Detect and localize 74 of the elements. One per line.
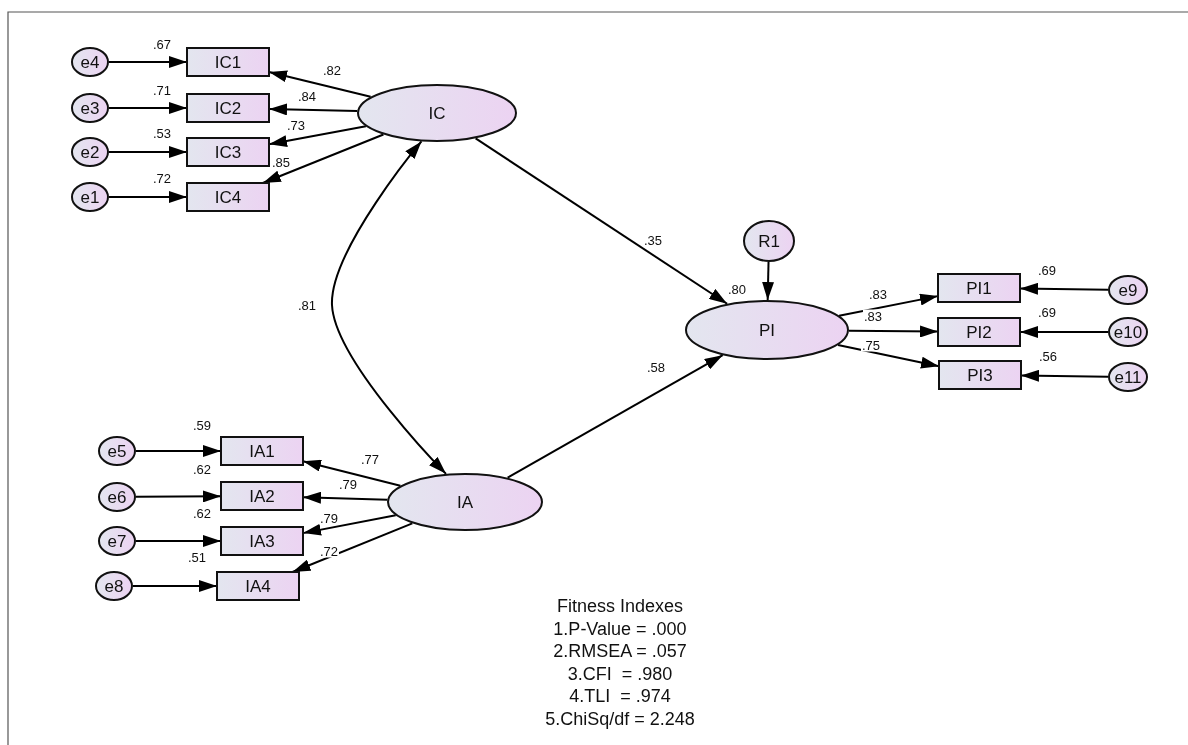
path-coefficient-label: .85 bbox=[270, 155, 292, 169]
path-coefficient-label: .79 bbox=[337, 477, 359, 491]
path-coefficient-label: .81 bbox=[296, 298, 318, 312]
variable-circle: e7 bbox=[98, 526, 136, 556]
variable-circle: e5 bbox=[98, 436, 136, 466]
observed-variable-box: IC2 bbox=[187, 94, 269, 122]
path-coefficient-label: .83 bbox=[867, 287, 889, 301]
observed-variable-box: IA3 bbox=[221, 527, 303, 555]
variable-circle: e8 bbox=[95, 571, 133, 601]
latent-variable-ellipse: PI bbox=[685, 300, 849, 360]
squared-correlation-label: .67 bbox=[152, 37, 172, 51]
squared-correlation-label: .51 bbox=[187, 550, 207, 564]
variable-circle: R1 bbox=[743, 220, 795, 262]
variable-circle: e9 bbox=[1108, 275, 1148, 305]
observed-variable-box: IA1 bbox=[221, 437, 303, 465]
path-arrow bbox=[132, 580, 218, 592]
variable-circle: e3 bbox=[71, 93, 109, 123]
observed-variable-box: IC4 bbox=[187, 183, 269, 211]
observed-variable-box: PI3 bbox=[939, 361, 1021, 389]
fit-index-text: 3.CFI = .980 bbox=[566, 664, 674, 683]
path-coefficient-label: .72 bbox=[318, 544, 340, 558]
variable-circle: e6 bbox=[98, 482, 136, 512]
squared-correlation-label: .53 bbox=[152, 126, 172, 140]
path-coefficient-label: .82 bbox=[321, 63, 343, 77]
variable-circle: e1 bbox=[71, 182, 109, 212]
path-arrow bbox=[261, 133, 385, 184]
fit-index-text: 1.P-Value = .000 bbox=[552, 619, 688, 638]
fit-indexes-heading: Fitness Indexes bbox=[555, 597, 685, 615]
path-coefficient-label: .73 bbox=[285, 118, 307, 132]
path-arrow bbox=[291, 522, 414, 573]
path-arrow bbox=[108, 56, 188, 68]
path-arrow bbox=[331, 140, 447, 475]
squared-correlation-label: .56 bbox=[1038, 349, 1058, 363]
latent-variable-ellipse: IC bbox=[357, 84, 517, 142]
squared-correlation-label: .72 bbox=[152, 171, 172, 185]
path-coefficient-label: .58 bbox=[645, 360, 667, 374]
latent-variable-ellipse: IA bbox=[387, 473, 543, 531]
fit-index-text: 4.TLI = .974 bbox=[568, 687, 672, 705]
variable-circle: e4 bbox=[71, 47, 109, 77]
observed-variable-box: PI1 bbox=[938, 274, 1020, 302]
path-arrow bbox=[135, 445, 222, 457]
path-arrow bbox=[837, 344, 940, 369]
fit-index-text: 5.ChiSq/df = 2.248 bbox=[544, 709, 696, 728]
squared-correlation-label: .71 bbox=[152, 83, 172, 97]
variable-circle: e2 bbox=[71, 137, 109, 167]
path-coefficient-label: .35 bbox=[642, 233, 664, 247]
squared-correlation-label: .80 bbox=[727, 282, 747, 296]
path-arrow bbox=[135, 535, 222, 547]
path-arrow bbox=[135, 490, 222, 503]
path-arrow bbox=[762, 261, 775, 301]
fit-index-text: 2.RMSEA = .057 bbox=[552, 642, 688, 660]
squared-correlation-label: .69 bbox=[1037, 305, 1057, 319]
path-arrow bbox=[108, 146, 188, 158]
path-arrow bbox=[108, 191, 188, 203]
variable-circle: e11 bbox=[1108, 362, 1148, 392]
path-coefficient-label: .77 bbox=[359, 452, 381, 466]
observed-variable-box: IA2 bbox=[221, 482, 303, 510]
path-coefficient-label: .75 bbox=[860, 338, 882, 352]
path-arrow bbox=[838, 293, 939, 317]
path-arrow bbox=[474, 137, 729, 305]
path-coefficient-label: .83 bbox=[862, 309, 884, 323]
squared-correlation-label: .62 bbox=[192, 462, 212, 476]
squared-correlation-label: .62 bbox=[192, 506, 212, 520]
observed-variable-box: IC1 bbox=[187, 48, 269, 76]
path-coefficient-label: .79 bbox=[318, 511, 340, 525]
path-coefficient-label: .84 bbox=[296, 89, 318, 103]
observed-variable-box: PI2 bbox=[938, 318, 1020, 346]
variable-circle: e10 bbox=[1108, 317, 1148, 347]
path-arrow bbox=[506, 354, 724, 479]
observed-variable-box: IA4 bbox=[217, 572, 299, 600]
path-arrow bbox=[108, 102, 188, 114]
squared-correlation-label: .69 bbox=[1037, 263, 1057, 277]
squared-correlation-label: .59 bbox=[192, 418, 212, 432]
observed-variable-box: IC3 bbox=[187, 138, 269, 166]
